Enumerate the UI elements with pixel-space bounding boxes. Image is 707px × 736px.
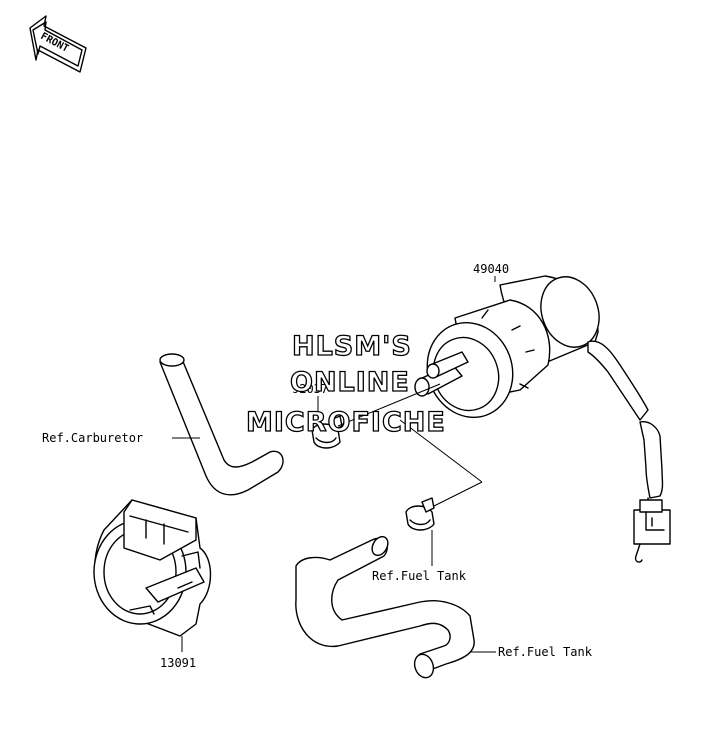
hose-clamp-lower [405, 497, 435, 531]
clamp-ref-fuel-tank-callout: Ref.Fuel Tank [372, 569, 467, 583]
watermark: HLSM'S ONLINE MICROFICHE [245, 330, 446, 438]
carburetor-hose [159, 353, 284, 496]
fuel-pump [414, 275, 671, 563]
assembly-guide-lines [337, 383, 483, 509]
carburetor-hose-callout: Ref.Carburetor [42, 431, 143, 445]
front-arrow-icon: FRONT [29, 15, 87, 73]
fuel-tank-hose [295, 535, 475, 679]
pump-bracket [93, 499, 212, 637]
watermark-line-1: HLSM'S [292, 331, 412, 362]
watermark-line-2: ONLINE [290, 367, 410, 398]
bracket-callout: 13091 [160, 656, 196, 670]
fuel-tank-hose-callout: Ref.Fuel Tank [498, 645, 593, 659]
watermark-line-3: MICROFICHE [246, 407, 446, 438]
hose-clamp [311, 415, 343, 449]
fuel-pump-callout: 49040 [473, 262, 509, 276]
clamp-callout: 92037 [292, 382, 328, 396]
